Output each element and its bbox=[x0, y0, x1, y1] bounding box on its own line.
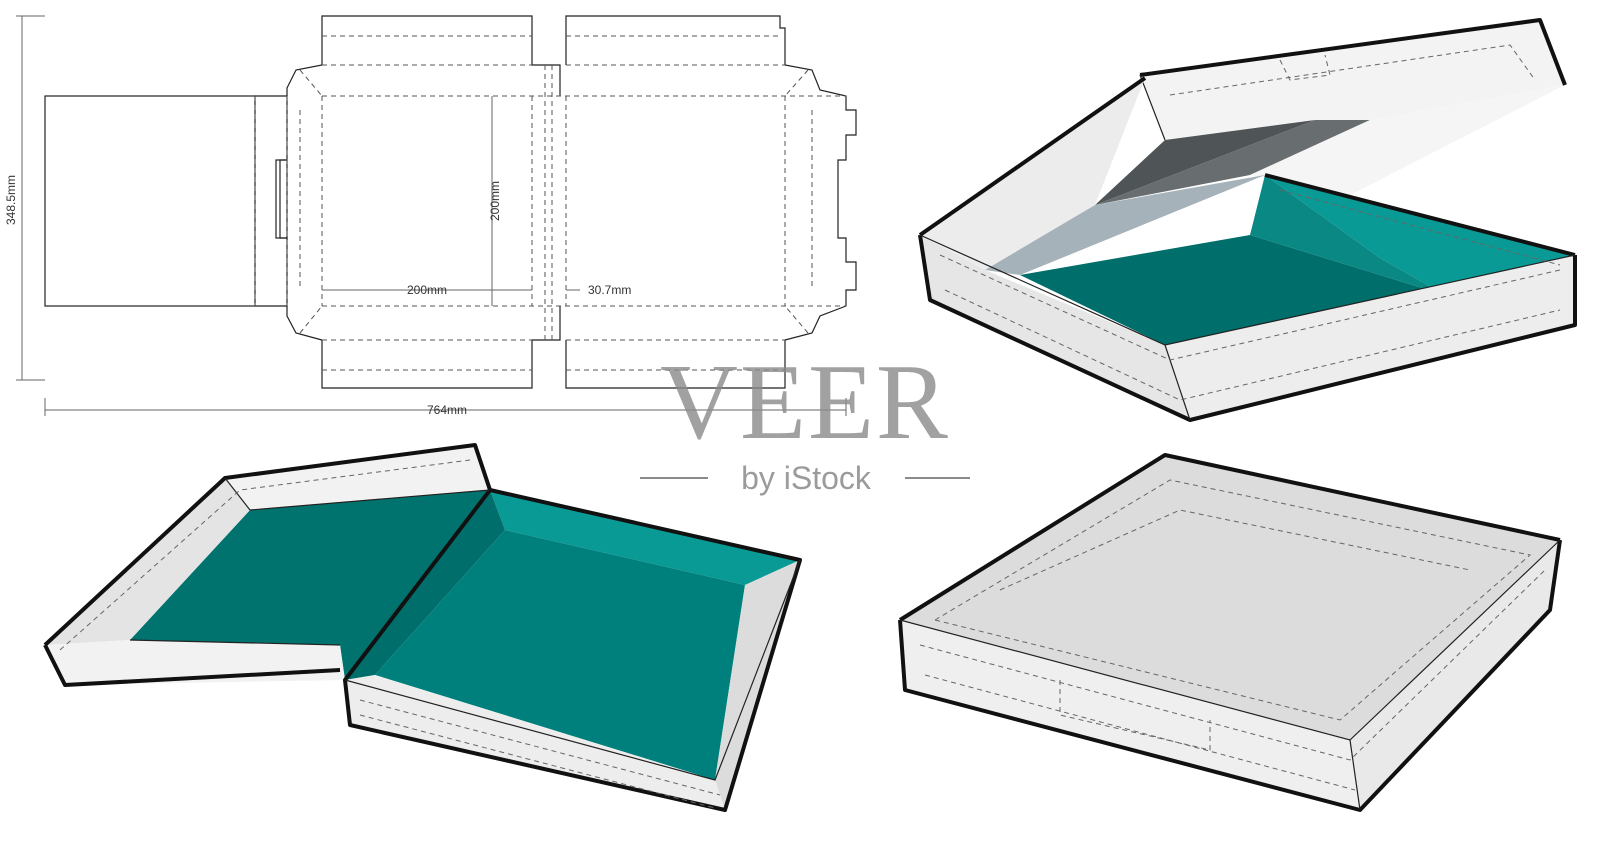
panel-width-label: 200mm bbox=[407, 283, 447, 297]
top-flaps-left bbox=[286, 15, 561, 96]
panel-height-label: 200mm bbox=[488, 181, 502, 221]
flat-dieline bbox=[44, 15, 857, 389]
box-open-flat-view bbox=[43, 443, 802, 812]
height-dimension-label: 348.5mm bbox=[4, 175, 18, 225]
box-floor-teal bbox=[1020, 235, 1445, 345]
handle-slot-left bbox=[275, 159, 288, 239]
watermark-brand: VEER bbox=[660, 343, 950, 462]
right-lid-outline bbox=[565, 15, 857, 389]
right-wall-teal bbox=[1265, 175, 1575, 295]
lid-flap-panel bbox=[44, 95, 256, 307]
dimension-lines bbox=[16, 15, 847, 416]
bottom-flaps-left bbox=[286, 306, 561, 389]
closed-lid-top bbox=[900, 455, 1560, 740]
back-wall-teal bbox=[490, 490, 800, 585]
box-lid-open-view bbox=[918, 18, 1577, 422]
width-dimension-label: 764mm bbox=[427, 403, 467, 417]
watermark-subtitle: by iStock bbox=[741, 460, 872, 496]
side-depth-label: 30.7mm bbox=[588, 283, 631, 297]
back-wall-slate bbox=[985, 175, 1265, 275]
watermark: VEER by iStock bbox=[640, 343, 970, 496]
box-floor-teal bbox=[375, 530, 745, 780]
lid-interior-teal bbox=[130, 490, 490, 680]
left-side-strip bbox=[255, 95, 288, 307]
box-closed-view bbox=[898, 453, 1562, 812]
